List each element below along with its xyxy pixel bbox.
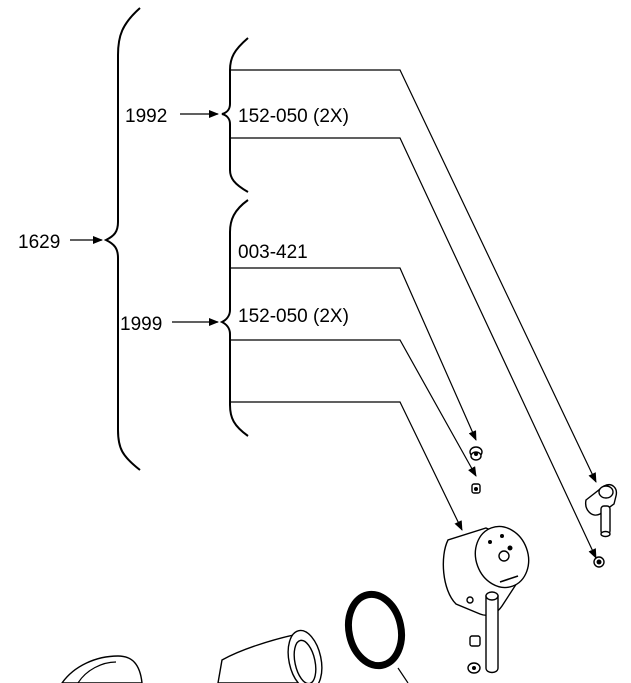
leader-line-003-421 (230, 267, 477, 441)
leader-line-152-050 (230, 339, 477, 477)
brace-assembly-1999 (219, 199, 249, 437)
leader-line-1999-body (230, 401, 463, 531)
part-label-152-050-a: 152-050 (2X) (238, 106, 349, 127)
sleeve-part-drawing (217, 629, 323, 683)
assembly-number-1999: 1999 (120, 314, 162, 335)
assembly-number-1992: 1992 (125, 106, 167, 127)
part-label-152-050-b: 152-050 (2X) (238, 306, 349, 327)
handle-part-drawing (585, 484, 618, 538)
brace-assembly-1629 (103, 7, 141, 471)
screw-part-drawing-1992 (593, 556, 605, 568)
screw-part-drawing-1999 (471, 483, 481, 494)
fitting-part-drawing (469, 446, 483, 461)
brace-assembly-1992 (221, 37, 249, 193)
small-nut-part-drawing (467, 635, 481, 674)
leader-line-1992-screw (230, 137, 597, 559)
valve-body-part-drawing (442, 525, 530, 674)
trim-plate-part-drawing (61, 655, 143, 683)
part-label-003-421: 003-421 (238, 242, 308, 263)
o-ring-part-drawing (344, 590, 409, 683)
assembly-number-1629: 1629 (18, 232, 60, 253)
leader-line-1992-handle (230, 69, 597, 483)
